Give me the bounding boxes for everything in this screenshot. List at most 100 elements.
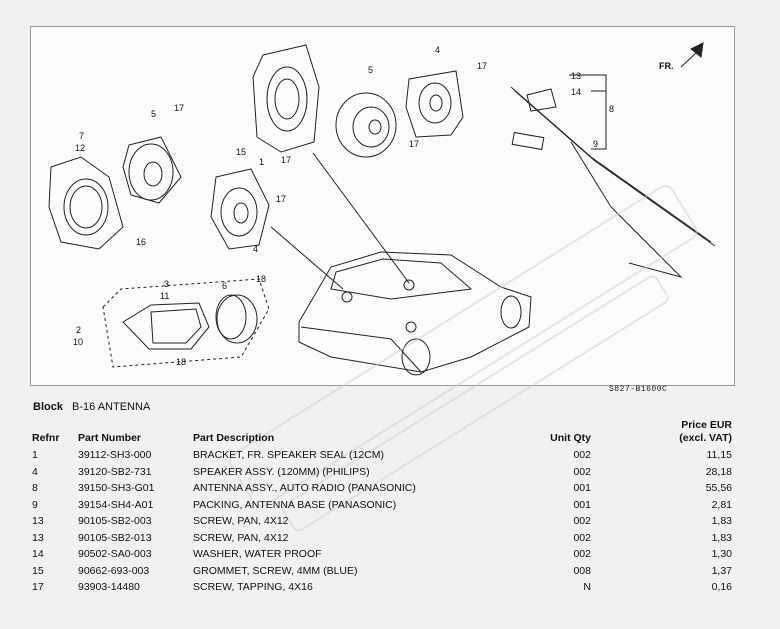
cell-price: 11,15 [706, 449, 733, 461]
table-row[interactable]: 14 90502-SA0-003 WASHER, WATER PROOF 002 1,3… [30, 546, 735, 563]
cell-qty: 002 [573, 465, 591, 478]
cell-ref: 13 [32, 515, 44, 527]
header-ref: Refnr [32, 432, 60, 444]
header-price: Price EUR (excl. VAT) [591, 419, 735, 447]
svg-text:5: 5 [368, 65, 373, 75]
cell-description: ANTENNA ASSY., AUTO RADIO (PANASONIC) [193, 482, 416, 494]
cell-part-number: 90105-SB2-013 [78, 531, 152, 544]
speaker-top-right [405, 70, 464, 138]
cell-part-number: 90502-SA0-003 [78, 548, 152, 560]
cell-price: 1,83 [711, 531, 732, 544]
speaker-top [335, 92, 397, 158]
svg-text:17: 17 [174, 103, 184, 113]
table-row[interactable]: 13 90105-SB2-013 SCREW, PAN, 4X12 002 1,83 [30, 530, 735, 547]
svg-text:16: 16 [136, 237, 146, 247]
cell-part-number: 90662-693-003 [78, 564, 150, 577]
header-price-line1: Price EUR [681, 419, 732, 431]
cell-qty: 002 [573, 449, 591, 461]
speaker-mid [210, 168, 270, 250]
svg-text:13: 13 [571, 71, 581, 81]
antenna [510, 86, 716, 278]
svg-text:11: 11 [160, 291, 169, 301]
cell-description: BRACKET, FR. SPEAKER SEAL (12CM) [193, 449, 384, 461]
cell-qty: 002 [573, 548, 591, 560]
header-part-number: Part Number [78, 432, 142, 444]
svg-text:12: 12 [75, 143, 85, 153]
cell-ref: 14 [32, 548, 44, 560]
svg-text:10: 10 [73, 337, 83, 347]
svg-text:8: 8 [609, 104, 614, 114]
cell-ref: 1 [32, 449, 38, 461]
block-info: Block B-16 ANTENNA [33, 401, 150, 413]
cell-ref: 9 [32, 498, 38, 511]
cell-part-number: 90105-SB2-003 [78, 515, 152, 527]
cell-qty: 008 [573, 564, 591, 577]
cell-part-number: 39154-SH4-A01 [78, 498, 154, 511]
svg-text:17: 17 [409, 139, 419, 149]
table-row[interactable]: 13 90105-SB2-003 SCREW, PAN, 4X12 002 1,83 [30, 513, 735, 530]
parts-table: Refnr Part Number Part Description Unit … [30, 419, 735, 596]
cell-ref: 4 [32, 465, 38, 478]
diagram-code: S827-B1600C [609, 385, 668, 394]
cell-part-number: 39150-SH3-G01 [78, 482, 155, 494]
svg-text:6: 6 [222, 281, 227, 291]
speaker-seal-left [48, 156, 124, 250]
cell-price: 2,81 [711, 498, 732, 511]
svg-text:3: 3 [164, 279, 169, 289]
cell-description: SCREW, PAN, 4X12 [193, 531, 289, 544]
cell-ref: 8 [32, 482, 38, 494]
svg-text:1: 1 [259, 157, 264, 167]
cell-ref: 17 [32, 581, 44, 593]
svg-text:18: 18 [256, 274, 266, 284]
cell-part-number: 39112-SH3-000 [78, 449, 152, 461]
cell-qty: 001 [573, 482, 591, 494]
cell-description: PACKING, ANTENNA BASE (PANASONIC) [193, 498, 397, 511]
cell-qty: 002 [573, 531, 591, 544]
table-header-row: Refnr Part Number Part Description Unit … [30, 419, 735, 447]
table-row[interactable]: 1 39112-SH3-000 BRACKET, FR. SPEAKER SEAL … [30, 447, 735, 464]
svg-text:5: 5 [151, 109, 156, 119]
svg-text:17: 17 [276, 194, 286, 204]
cell-ref: 13 [32, 531, 44, 544]
car-outline [298, 251, 532, 376]
cell-qty: 001 [573, 498, 591, 511]
speaker-left [122, 136, 182, 204]
header-description: Part Description [193, 432, 275, 444]
svg-text:9: 9 [593, 139, 598, 149]
svg-text:18: 18 [176, 357, 186, 367]
cell-price: 1,30 [711, 548, 732, 560]
cell-description: SCREW, PAN, 4X12 [193, 515, 289, 527]
cell-description: WASHER, WATER PROOF [193, 548, 322, 560]
bracket-center [252, 44, 320, 153]
speaker-housing [122, 294, 258, 350]
table-row[interactable]: 8 39150-SH3-G01 ANTENNA ASSY., AUTO RADIO … [30, 480, 735, 497]
table-row[interactable]: 9 39154-SH4-A01 PACKING, ANTENNA BASE (PAN… [30, 497, 735, 514]
svg-text:2: 2 [76, 325, 81, 335]
cell-price: 28,18 [705, 465, 732, 478]
cell-description: SCREW, TAPPING, 4X16 [193, 581, 313, 593]
table-row[interactable]: 4 39120-SB2-731 SPEAKER ASSY. (120MM) (PHI… [30, 464, 735, 481]
svg-text:4: 4 [253, 244, 258, 254]
cell-description: SPEAKER ASSY. (120MM) (PHILIPS) [193, 465, 370, 478]
cell-price: 0,16 [711, 581, 732, 593]
cell-price: 55,56 [705, 482, 732, 494]
cell-qty: 002 [573, 515, 591, 527]
cell-price: 1,37 [711, 564, 732, 577]
svg-text:17: 17 [281, 155, 291, 165]
table-row[interactable]: 17 93903-14480 SCREW, TAPPING, 4X16 N 0,16 [30, 579, 735, 596]
cell-description: GROMMET, SCREW, 4MM (BLUE) [193, 564, 358, 577]
cell-qty: N [583, 581, 591, 593]
cell-part-number: 39120-SB2-731 [78, 465, 152, 478]
svg-text:15: 15 [236, 147, 246, 157]
block-value: B-16 ANTENNA [72, 401, 151, 413]
block-label: Block [33, 401, 63, 413]
svg-text:14: 14 [571, 87, 581, 97]
cell-part-number: 93903-14480 [78, 581, 140, 593]
header-price-line2: (excl. VAT) [679, 432, 732, 444]
cell-price: 1,83 [711, 515, 732, 527]
svg-text:7: 7 [79, 131, 84, 141]
svg-text:17: 17 [477, 61, 487, 71]
